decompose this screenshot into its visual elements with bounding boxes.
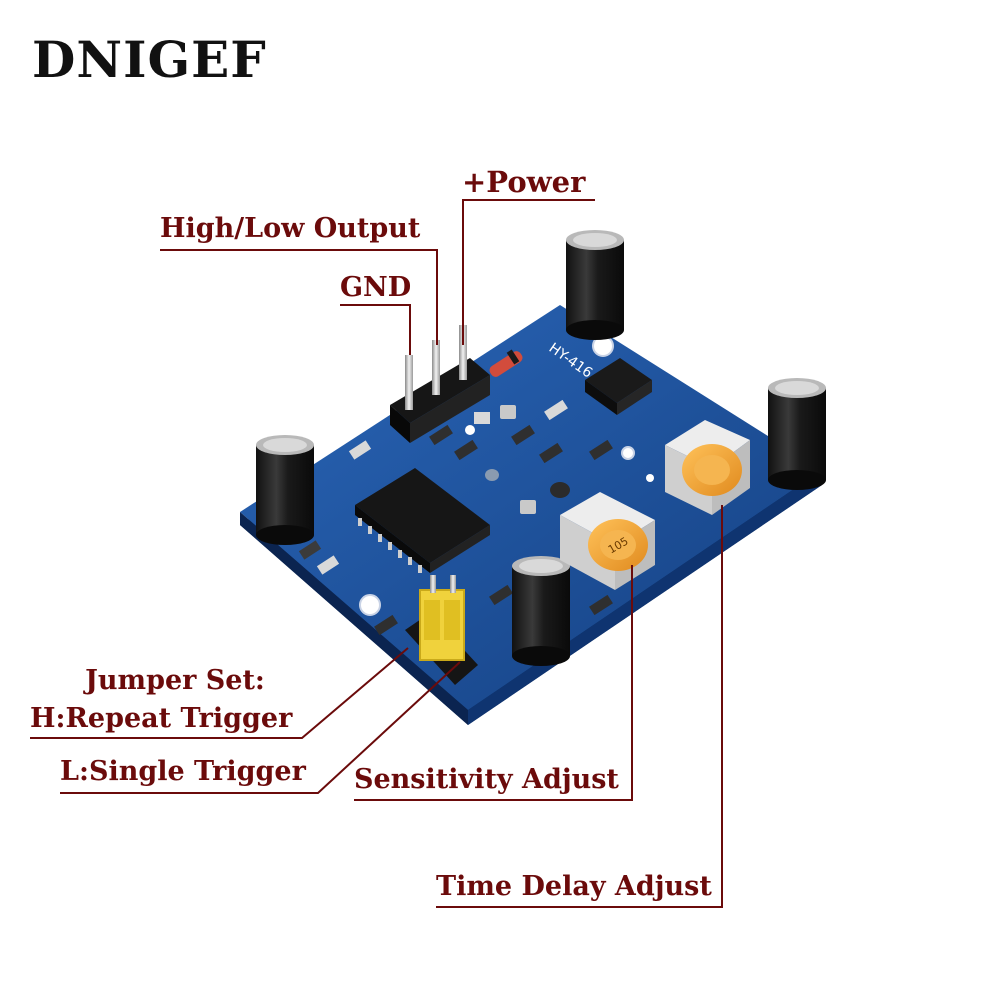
capacitor-top xyxy=(566,230,624,340)
label-sensitivity-adjust: Sensitivity Adjust xyxy=(354,764,619,795)
ic-chip xyxy=(355,468,490,573)
brand-logo: DNIGEF xyxy=(32,30,267,89)
diode xyxy=(489,349,523,377)
mounting-holes xyxy=(359,335,654,616)
header-pins xyxy=(390,325,490,443)
label-gnd: GND xyxy=(340,272,412,303)
potentiometer-time-delay xyxy=(665,420,750,515)
label-time-delay-adjust: Time Delay Adjust xyxy=(436,871,712,902)
capacitor-left xyxy=(256,435,314,545)
label-power: +Power xyxy=(462,165,586,199)
jumper-block xyxy=(405,575,478,685)
label-high-low-output: High/Low Output xyxy=(160,213,421,244)
voltage-regulator xyxy=(585,358,652,415)
capacitor-front xyxy=(512,556,570,666)
label-single-trigger: L:Single Trigger xyxy=(60,756,306,787)
label-repeat-trigger: H:Repeat Trigger xyxy=(30,703,293,734)
label-jumper-set: Jumper Set: xyxy=(85,665,265,696)
capacitor-right xyxy=(768,378,826,490)
annotation-lines xyxy=(30,199,723,908)
potentiometer-sensitivity: 105 xyxy=(560,492,655,590)
smd-components xyxy=(298,399,613,636)
transistor xyxy=(485,469,570,498)
